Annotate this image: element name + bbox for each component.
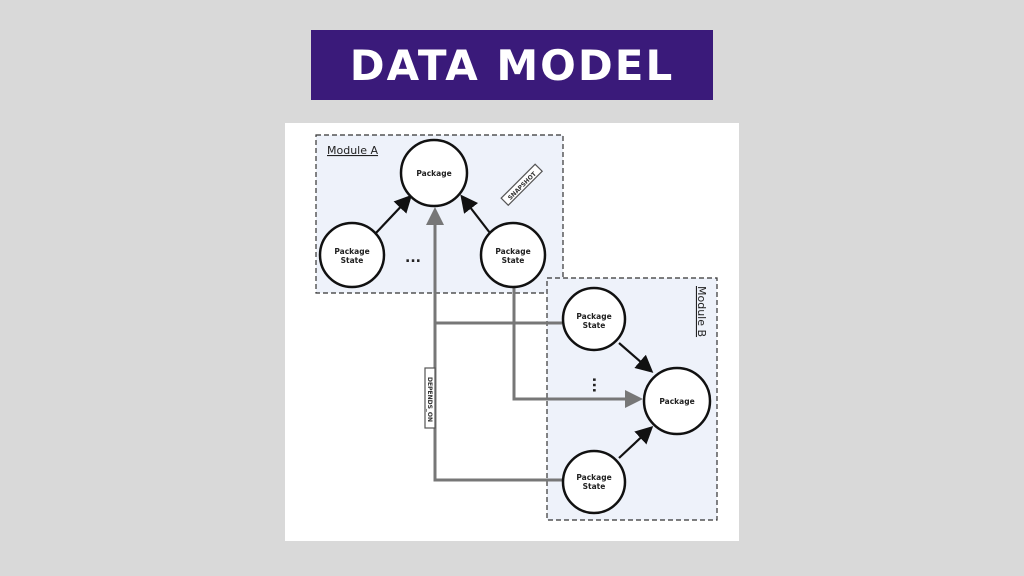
edge-b-state-bottom-to-package: [618, 425, 654, 459]
edge-b-state-bottom-to-a-package: [433, 323, 565, 482]
data-model-diagram: Module A Module B DEPENDS_ON: [315, 134, 718, 521]
snapshot-tag-box: [500, 163, 544, 207]
edge-b-state-top-to-package: [618, 342, 654, 373]
module-a-state-left-line1: Package: [334, 247, 369, 256]
module-b-state-top-node: Package State: [561, 286, 627, 352]
module-a-state-left-line2: State: [341, 256, 364, 265]
edge-a-state-right-to-package: [460, 194, 491, 234]
module-b-state-bottom-line1: Package: [576, 473, 611, 482]
module-a-state-right-line1: Package: [495, 247, 530, 256]
module-a-label: Module A: [327, 144, 378, 157]
module-a-ellipsis: ...: [405, 250, 421, 266]
module-b-package-label: Package: [659, 397, 694, 406]
module-a-package-label: Package: [416, 169, 451, 178]
module-a-state-right-line2: State: [502, 256, 525, 265]
depends-on-tag-box: [424, 367, 436, 429]
module-a-state-left-node: Package State: [318, 221, 386, 289]
module-a-package-node: Package: [399, 138, 469, 208]
module-b-state-top-line2: State: [583, 321, 606, 330]
module-a-state-right-node: Package State: [479, 221, 547, 289]
edge-a-state-left-to-package: [374, 194, 413, 235]
depends-on-tag: DEPENDS_ON: [424, 367, 436, 429]
diagram-panel: Module A Module B DEPENDS_ON: [285, 123, 739, 541]
module-b-state-bottom-node: Package State: [561, 449, 627, 515]
edge-a-state-right-to-b-package: [512, 288, 643, 408]
page-title: DATA MODEL: [349, 40, 675, 90]
module-b-state-top-line1: Package: [576, 312, 611, 321]
module-b-ellipsis: ...: [589, 377, 605, 393]
depends-on-tag-label: DEPENDS_ON: [426, 377, 433, 422]
module-b-package-node: Package: [642, 366, 712, 436]
module-b-label: Module B: [695, 286, 708, 337]
title-banner: DATA MODEL: [311, 30, 713, 100]
module-b-state-bottom-line2: State: [583, 482, 606, 491]
